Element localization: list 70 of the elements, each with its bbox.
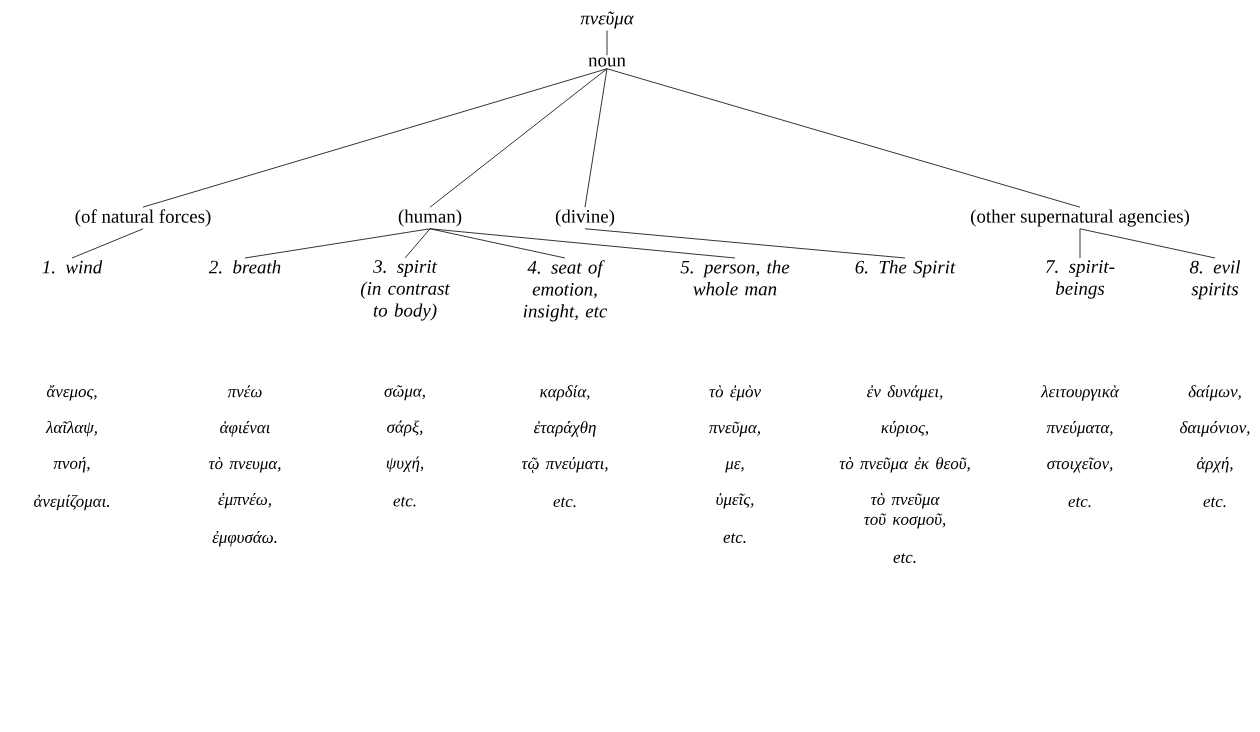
sense-label: 6. The Spirit xyxy=(855,260,956,278)
node-label: λειτουργικὰ xyxy=(1040,385,1120,401)
node-label: ἀρχή, xyxy=(1196,457,1233,473)
word-list: καρδία, ἐταράχθη τῷ πνεύματι, etc. xyxy=(521,385,608,508)
node-label: ὑμεῖς, xyxy=(716,493,754,509)
node-label: ἐταράχθη xyxy=(533,421,596,437)
node-label: τῷ πνεύματι, xyxy=(521,457,608,473)
node-label: ἀνεμίζομαι. xyxy=(34,494,109,511)
tree-line xyxy=(429,228,566,259)
node-label: κύριος, xyxy=(881,421,929,437)
node-label: etc. xyxy=(1068,497,1091,508)
tree-line xyxy=(142,68,608,208)
tree-line xyxy=(606,68,1081,208)
tree-line xyxy=(1079,228,1081,259)
node-label: τὸ πνεῦμα ἐκ θεοῦ, xyxy=(839,457,970,473)
node-label: πνεύματα, xyxy=(1046,421,1113,437)
node-label: πνεῦμα, xyxy=(709,421,760,437)
node-label: ἀφιέναι xyxy=(220,421,270,437)
word-list: ἄνεμος, λαῖλαψ, πνοή, ἀνεμίζομαι. xyxy=(34,385,109,511)
node-label: etc. xyxy=(1203,497,1226,508)
word-list: πνέω ἀφιέναι τὸ πνευμα, ἐμπνέω, ἐμφυσάω. xyxy=(208,385,281,547)
tree-line xyxy=(429,228,736,259)
node-label: τὸ ἐμὸν xyxy=(709,385,761,401)
node-label: ἐν δυνάμει, xyxy=(867,385,943,401)
category-label: (of natural forces) xyxy=(75,209,211,227)
tree-line xyxy=(584,228,906,259)
node-label: ἐμφυσάω. xyxy=(212,530,277,547)
node-label: σάρξ, xyxy=(387,420,423,437)
word-list: λειτουργικὰ πνεύματα, στοιχεῖον, etc. xyxy=(1040,385,1120,508)
node-label: τὸ πνευμα, xyxy=(208,457,281,473)
tree-line xyxy=(71,228,144,259)
word-list: τὸ ἐμὸν πνεῦμα, με, ὑμεῖς, etc. xyxy=(709,385,761,544)
word-list: σῶμα, σάρξ, ψυχή, etc. xyxy=(384,385,425,507)
sense-label: 7. spirit-beings xyxy=(1046,260,1115,299)
category-label: (other supernatural agencies) xyxy=(971,209,1190,227)
node-label: etc. xyxy=(553,497,576,508)
sense-label: 4. seat of emotion, insight, etc xyxy=(523,260,608,322)
tree-line xyxy=(244,228,431,259)
word-list: ἐν δυνάμει, κύριος, τὸ πνεῦμα ἐκ θεοῦ, τὸ πνεῦμα τοῦ κοσμοῦ, etc. xyxy=(839,385,970,563)
sense-label: 8. evil spirits xyxy=(1189,260,1241,300)
node-label: λαῖλαψ, xyxy=(45,420,97,437)
node-label: με, xyxy=(725,460,744,473)
sense-label: 3. spirit (in contrast to body) xyxy=(361,260,451,321)
node-label: σῶμα, xyxy=(384,385,425,401)
category-label: (divine) xyxy=(555,209,615,227)
category-label: noun xyxy=(588,57,626,67)
sense-label: 2. breath xyxy=(208,260,281,274)
category-label: (human) xyxy=(398,209,462,227)
node-label: etc. xyxy=(893,553,916,563)
node-label: πνέω xyxy=(227,385,262,398)
tree-line xyxy=(584,68,608,208)
sense-label: 1. wind xyxy=(42,260,103,274)
node-label: δαιμόνιον, xyxy=(1180,421,1250,437)
node-label: etc. xyxy=(393,496,416,507)
tree-line xyxy=(404,228,431,259)
node-label: δαίμων, xyxy=(1188,385,1241,401)
node-label: τὸ πνεῦμα τοῦ κοσμοῦ, xyxy=(864,492,946,529)
node-label: στοιχεῖον, xyxy=(1047,457,1113,473)
node-label: πνοή, xyxy=(53,456,90,473)
sense-label: 5. person, the whole man xyxy=(680,260,790,296)
tree-line xyxy=(606,30,608,56)
node-label: καρδία, xyxy=(540,385,590,401)
tree-line xyxy=(429,68,608,208)
tree-line xyxy=(1079,228,1216,259)
node-label: ψυχή, xyxy=(386,456,424,473)
node-label: etc. xyxy=(723,533,746,544)
word-list: δαίμων, δαιμόνιον, ἀρχή, etc. xyxy=(1180,385,1250,508)
root-word: πνεῦμα xyxy=(580,11,635,29)
node-label: ἐμπνέω, xyxy=(218,492,271,509)
node-label: ἄνεμος, xyxy=(46,385,97,401)
